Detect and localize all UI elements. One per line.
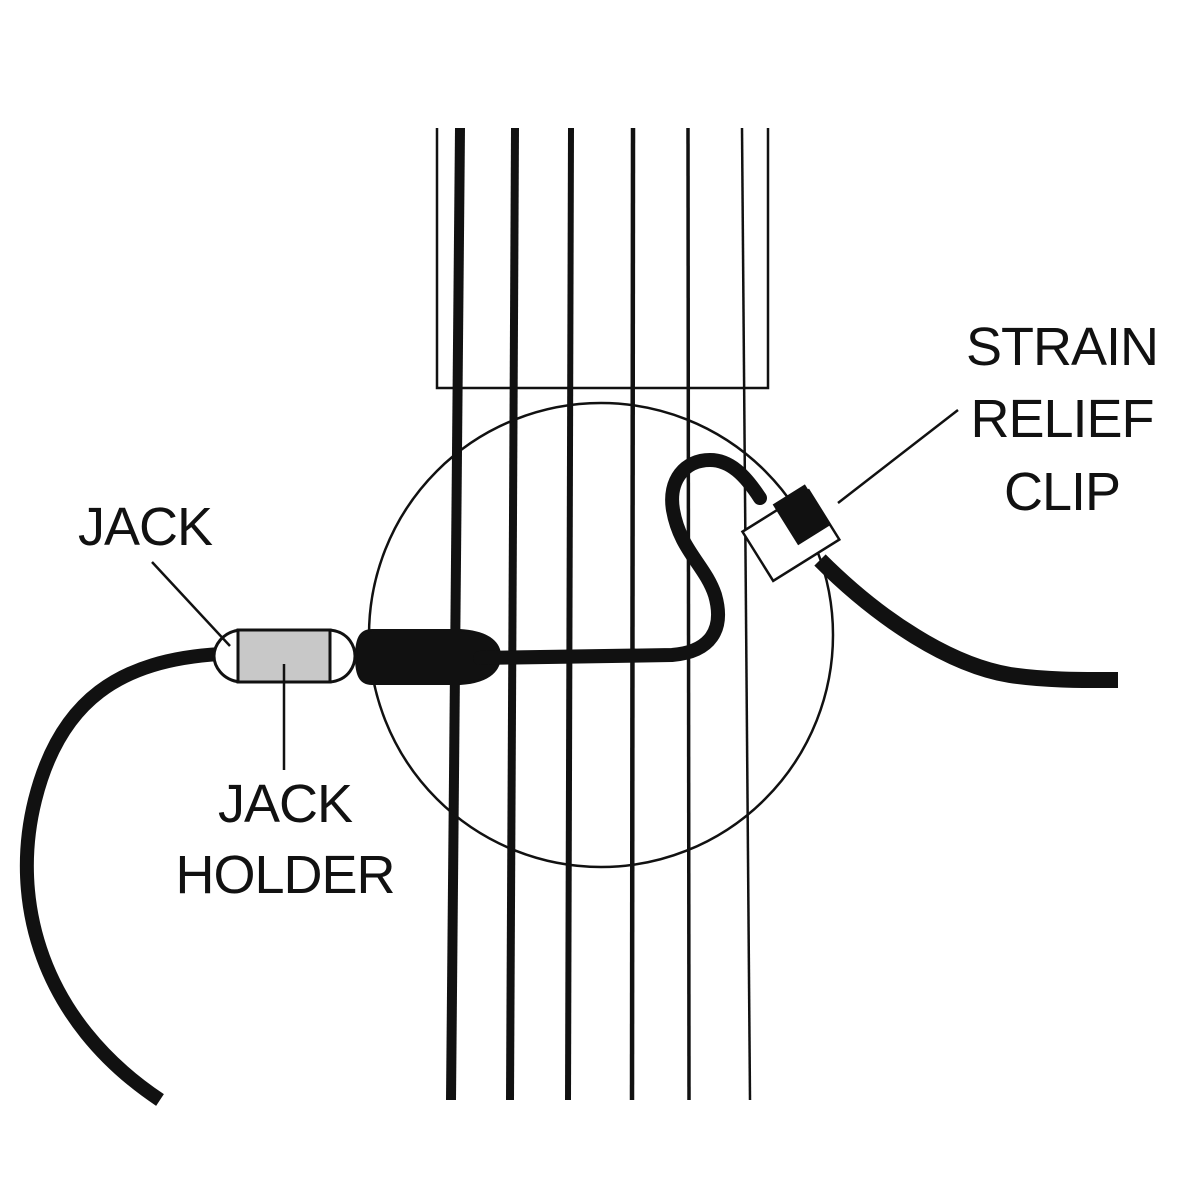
left-cable [19, 647, 221, 1106]
strain-relief-label-line3: CLIP [1004, 462, 1120, 522]
jack-holder-label-line1: JACK [218, 774, 353, 834]
string-1 [446, 127, 465, 1101]
strain-relief-leader-line [837, 409, 959, 504]
strain-relief-label-line2: RELIEF [970, 389, 1153, 449]
string-3 [565, 127, 574, 1101]
internal-cable [473, 453, 767, 665]
plug [354, 629, 502, 685]
jack-label: JACK [78, 497, 213, 557]
string-4 [629, 127, 636, 1101]
string-6 [740, 127, 752, 1101]
strain-relief-clip [740, 484, 842, 583]
string-2 [506, 127, 519, 1101]
neck-outline [435, 128, 770, 390]
right-cable [814, 554, 1119, 689]
string-5 [686, 127, 691, 1101]
strings [446, 127, 752, 1101]
strain-relief-label-line1: STRAIN [966, 317, 1158, 377]
jack-leader-line [151, 561, 231, 647]
jack-holder-label-line2: HOLDER [175, 845, 394, 905]
strain-relief-clip-band [772, 484, 831, 546]
